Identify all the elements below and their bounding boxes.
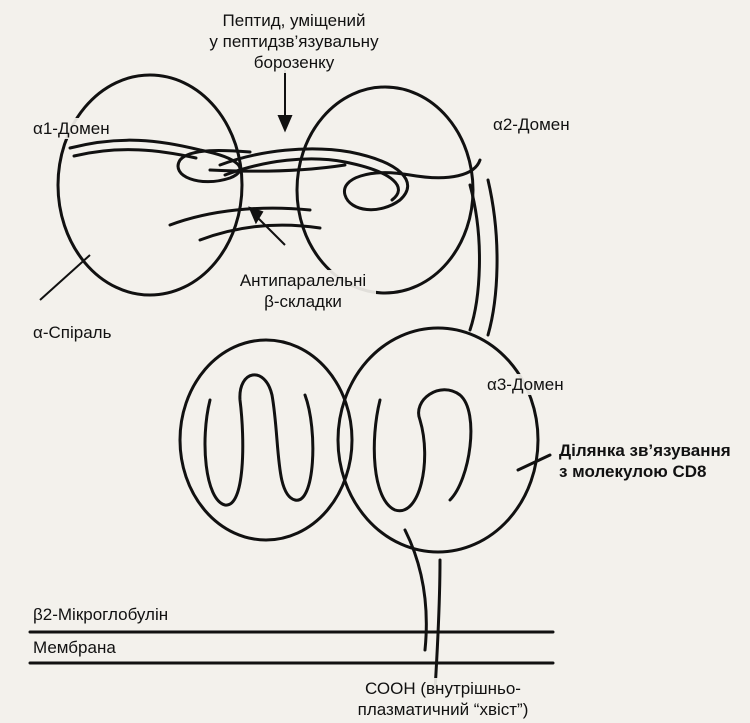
alpha2-helix-ribbon-inner	[225, 159, 398, 200]
cooh-tail-label-line1: СООН (внутрішньо-	[328, 678, 558, 699]
beta-sheet-pointer-line	[255, 215, 285, 245]
peptide-label-line3: борозенку	[199, 52, 389, 73]
peptide-label: Пептид, уміщений у пептидзв’язувальну бо…	[196, 10, 392, 73]
alpha2-to-alpha3-chain	[470, 180, 497, 335]
b2m-internal-fold	[205, 375, 313, 505]
beta-sheet-label-line2: β-складки	[233, 291, 373, 312]
beta-sheet-floor	[170, 208, 320, 240]
beta-sheet-label: Антипаралельні β-складки	[230, 270, 376, 312]
alpha1-domain-label: α1-Домен	[30, 118, 113, 139]
alpha-helix-label: α-Спіраль	[30, 322, 114, 343]
alpha2-domain-label: α2-Домен	[490, 114, 573, 135]
membrane-label: Мембрана	[30, 637, 119, 658]
cd8-binding-label-line1: Ділянка зв’язування	[559, 440, 731, 461]
peptide-strand	[210, 165, 345, 171]
alpha3-internal-fold	[374, 390, 471, 690]
cooh-tail-label: СООН (внутрішньо- плазматичний “хвіст”)	[325, 678, 561, 720]
alpha3-domain-circle	[338, 328, 538, 552]
alpha3-domain-label: α3-Домен	[484, 374, 567, 395]
cd8-binding-label: Ділянка зв’язування з молекулою CD8	[556, 440, 734, 482]
alpha1-helix-ribbon	[70, 140, 250, 181]
alpha1-domain-circle	[58, 75, 242, 295]
alpha2-helix-ribbon	[220, 149, 480, 210]
alpha1-helix-ribbon-inner	[74, 150, 196, 158]
cooh-tail-label-line2: плазматичний “хвіст”)	[328, 699, 558, 720]
beta-sheet-label-line1: Антипаралельні	[233, 270, 373, 291]
alpha-helix-pointer-line	[40, 255, 90, 300]
b2m-label: β2-Мікроглобулін	[30, 604, 171, 625]
alpha2-domain-circle	[297, 87, 473, 293]
peptide-arrowhead	[279, 116, 291, 130]
peptide-label-line1: Пептид, уміщений	[199, 10, 389, 31]
cd8-binding-label-line2: з молекулою CD8	[559, 461, 731, 482]
peptide-label-line2: у пептидзв’язувальну	[199, 31, 389, 52]
